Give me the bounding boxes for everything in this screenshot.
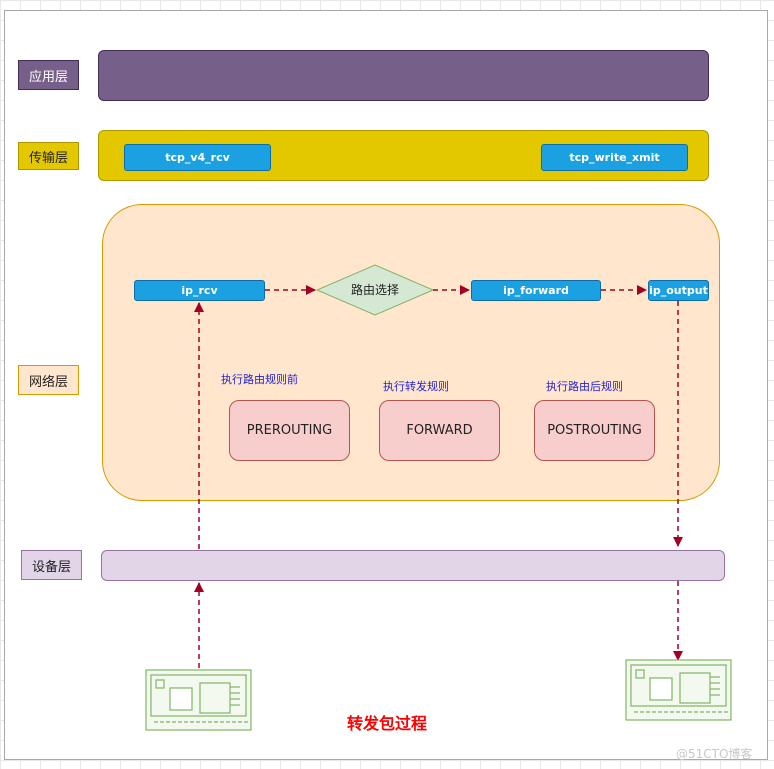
postrouting-box: POSTROUTING (534, 400, 655, 461)
nic-outgoing-icon (625, 659, 732, 721)
ip-output-box: ip_output (648, 280, 709, 301)
diagram-title: 转发包过程 (347, 714, 428, 733)
ip-forward-box: ip_forward (471, 280, 601, 301)
tcp-write-xmit-box: tcp_write_xmit (541, 144, 688, 171)
note-forward-rule: 执行转发规则 (383, 380, 449, 393)
note-before-routing: 执行路由规则前 (221, 373, 298, 386)
forward-box: FORWARD (379, 400, 500, 461)
note-after-routing: 执行路由后规则 (546, 380, 623, 393)
nic-incoming-icon (145, 669, 252, 731)
device-layer-label: 设备层 (21, 550, 82, 580)
application-layer-label: 应用层 (18, 60, 79, 90)
tcp-v4-rcv-box: tcp_v4_rcv (124, 144, 271, 171)
routing-decision-diamond (315, 264, 435, 316)
ip-rcv-box: ip_rcv (134, 280, 265, 301)
network-layer-label: 网络层 (18, 365, 79, 395)
routing-decision-label: 路由选择 (351, 282, 399, 297)
prerouting-box: PREROUTING (229, 400, 350, 461)
transport-layer-label: 传输层 (18, 142, 79, 170)
application-layer-bar (98, 50, 709, 101)
device-layer-bar (101, 550, 725, 581)
watermark: @51CTO博客 (676, 747, 753, 761)
